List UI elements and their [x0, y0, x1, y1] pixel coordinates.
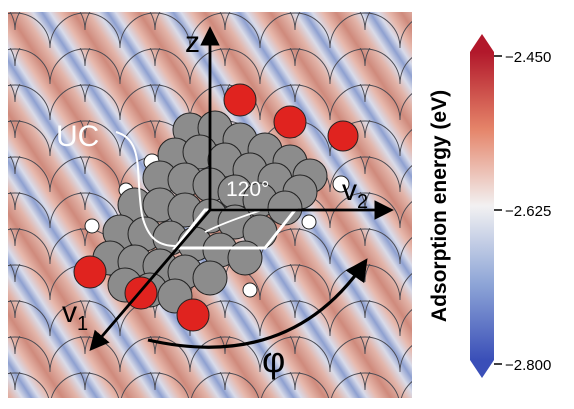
- angle-arc: [204, 209, 263, 233]
- oxygen-atom: [273, 105, 307, 139]
- molecule: [73, 83, 359, 332]
- colorbar-top-cap: [470, 34, 494, 52]
- angle-label: 120°: [226, 178, 269, 201]
- oxygen-atom: [327, 120, 359, 152]
- z-axis-label: z: [185, 26, 200, 59]
- colorbar-tick-label-max: −2.450: [505, 49, 551, 66]
- hydrogen-atom: [301, 214, 317, 230]
- oxygen-atom: [73, 255, 107, 289]
- hydrogen-atom: [84, 218, 100, 234]
- v1-axis: [89, 209, 212, 351]
- hydrogen-atom: [332, 175, 350, 193]
- hydrogen-atom: [242, 282, 258, 298]
- colorbar-title: Adsorption energy (eV): [428, 90, 451, 322]
- oxygen-atom: [176, 298, 210, 332]
- carbon-atom: [192, 260, 228, 296]
- colorbar-gradient: [470, 52, 494, 360]
- colorbar-tick-label-mid: −2.625: [505, 203, 551, 220]
- uc-label: UC: [56, 120, 99, 153]
- uc-leader-line: [115, 131, 177, 247]
- oxygen-atom: [223, 83, 257, 117]
- v1-axis-label: v1: [62, 296, 88, 335]
- colorbar-bottom-cap: [470, 360, 494, 378]
- carbon-atom: [267, 190, 303, 226]
- colorbar: −2.450 −2.625 −2.800 Adsorption energy (…: [428, 34, 551, 378]
- colorbar-tick-label-min: −2.800: [505, 357, 551, 374]
- phi-rotation-arrow: [147, 258, 368, 349]
- carbon-atom: [227, 240, 263, 276]
- v2-axis-label: v2: [342, 174, 368, 213]
- phi-label: φ: [262, 339, 285, 380]
